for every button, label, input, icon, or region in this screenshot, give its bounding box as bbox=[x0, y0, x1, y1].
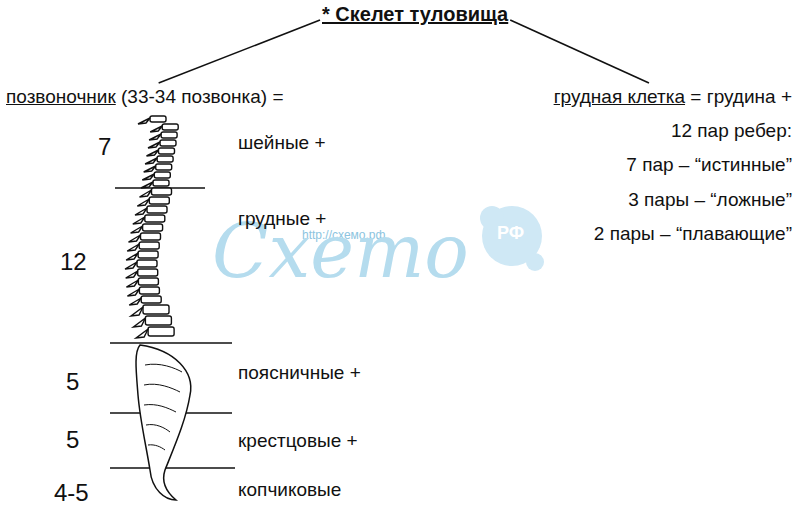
sacrum-lines bbox=[144, 364, 182, 450]
node-text: = грудина + bbox=[690, 86, 792, 107]
section-count: 5 bbox=[66, 426, 79, 455]
node-text: грудная клетка bbox=[554, 86, 685, 107]
section-count: 7 bbox=[98, 133, 111, 162]
branch-line bbox=[159, 20, 320, 83]
section-name: крестцовые + bbox=[238, 430, 358, 453]
section-count: 5 bbox=[66, 368, 79, 397]
node-text: позвоночник bbox=[6, 86, 116, 107]
section-name: шейные + bbox=[238, 132, 326, 155]
chest-heading: грудная клетка = грудина + bbox=[554, 86, 792, 109]
section-name: копчиковые bbox=[238, 479, 341, 502]
spine-heading: позвоночник (33-34 позвонка) = bbox=[6, 86, 284, 109]
node-text: (33-34 позвонка) = bbox=[121, 86, 284, 107]
node-text: * Скелет туловища bbox=[322, 3, 508, 25]
rib-text: 7 пар – “истинные” bbox=[626, 154, 792, 177]
title-heading: * Скелет туловища bbox=[322, 2, 508, 26]
rib-text: 12 пар ребер: bbox=[671, 120, 792, 143]
section-count: 4-5 bbox=[54, 479, 89, 508]
branch-line bbox=[510, 20, 649, 83]
watermark: РФ bbox=[497, 223, 524, 245]
sacrum bbox=[136, 345, 191, 500]
rib-text: 2 пары – “плавающие” bbox=[594, 223, 792, 246]
rib-text: 3 пары – “ложные” bbox=[628, 189, 792, 212]
section-name: грудные + bbox=[238, 208, 326, 231]
watermark-splash bbox=[526, 253, 544, 271]
section-name: поясничные + bbox=[238, 362, 361, 385]
section-count: 12 bbox=[60, 248, 87, 277]
vertebrae bbox=[125, 116, 178, 338]
